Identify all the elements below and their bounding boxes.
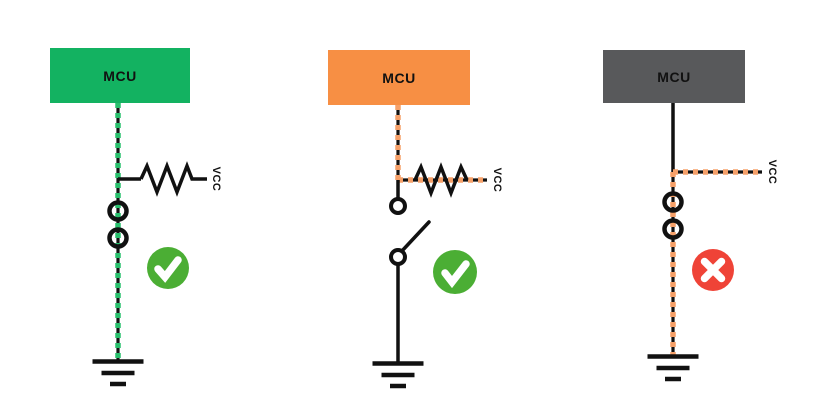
mcu-label: MCU <box>382 69 416 86</box>
ground-symbol <box>647 354 699 382</box>
switch-contact <box>662 191 684 213</box>
ground-symbol <box>92 359 144 387</box>
switch-contact <box>389 197 407 215</box>
mcu-block: MCU <box>603 50 745 103</box>
ground-symbol <box>372 361 424 389</box>
switch-lever <box>399 220 431 254</box>
mcu-block: MCU <box>328 50 470 105</box>
mcu-block: MCU <box>50 48 190 103</box>
panel2-wires <box>372 105 487 389</box>
check-icon <box>147 247 189 289</box>
vcc-label: VCC <box>766 159 778 185</box>
panel1-wires <box>92 103 207 387</box>
switch-contact <box>662 218 684 240</box>
pullup-resistor <box>413 162 469 198</box>
switch-contact <box>107 200 129 222</box>
vcc-label: VCC <box>210 166 222 192</box>
mcu-label: MCU <box>657 68 691 85</box>
switch-contact <box>107 227 129 249</box>
check-icon <box>433 250 477 294</box>
cross-icon <box>692 249 734 291</box>
switch-contact <box>389 248 407 266</box>
panel3-wires <box>647 103 762 382</box>
mcu-label: MCU <box>103 67 137 84</box>
pullup-resistor <box>139 161 207 197</box>
vcc-label: VCC <box>491 167 503 193</box>
